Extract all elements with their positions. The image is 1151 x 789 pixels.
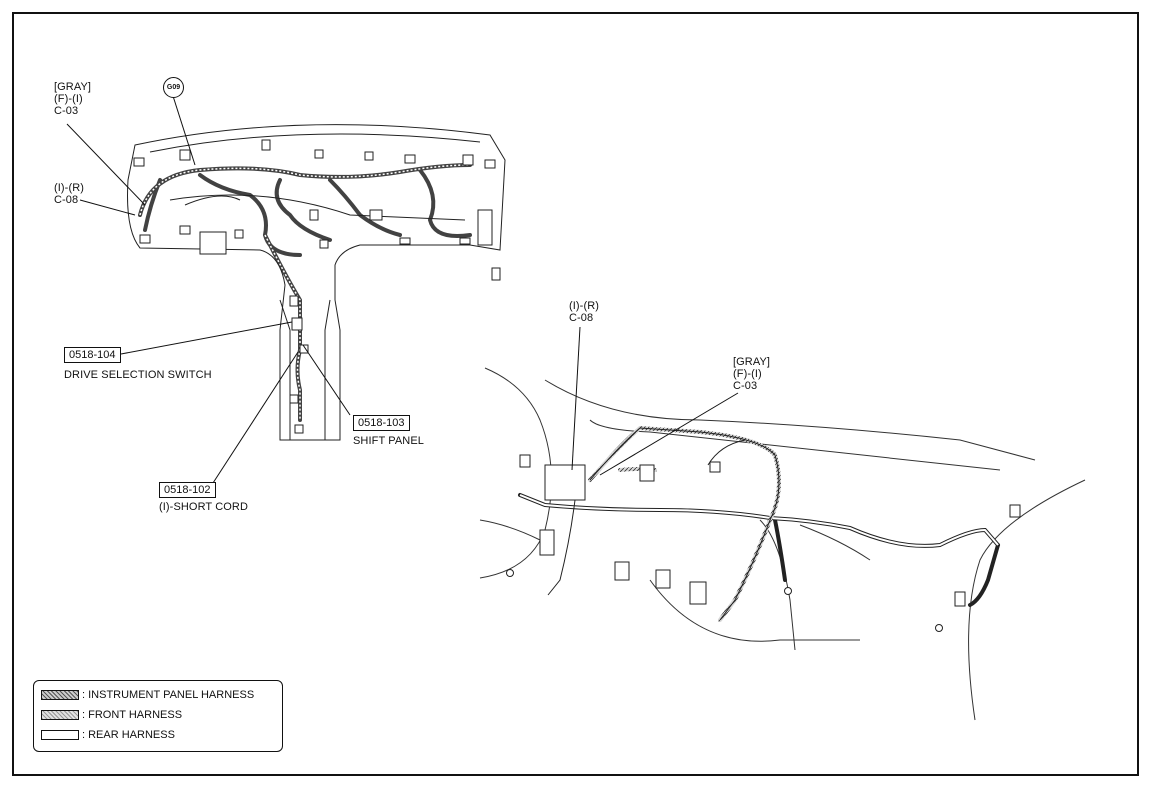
- connector-code-0518-104: 0518-104: [64, 347, 121, 363]
- callout-gray-fi-c03-left: [GRAY] (F)-(I) C-03: [54, 81, 91, 117]
- callout-line: (I)-(R): [54, 182, 85, 194]
- connector-desc-0518-102: (I)-SHORT CORD: [159, 501, 248, 513]
- legend-item-instrument-panel: : INSTRUMENT PANEL HARNESS: [41, 689, 254, 701]
- diagram-frame: [12, 12, 1139, 776]
- connector-desc-0518-103: SHIFT PANEL: [353, 435, 424, 447]
- callout-line: C-08: [569, 312, 594, 324]
- callout-line: C-08: [54, 194, 79, 206]
- leader-lines-right: [571, 326, 739, 476]
- legend-label: : FRONT HARNESS: [82, 709, 183, 722]
- dashboard-outline: [127, 124, 506, 441]
- legend-item-rear: : REAR HARNESS: [41, 729, 175, 741]
- callout-line: C-03: [54, 105, 79, 117]
- callout-line: (I)-(R): [569, 300, 600, 312]
- ground-points-right: [506, 569, 943, 632]
- callout-line: (F)-(I): [733, 368, 762, 380]
- floor-outline: [479, 367, 1086, 721]
- callout-line: C-03: [733, 380, 758, 392]
- connector-blocks-right: [519, 454, 1021, 607]
- harness-legend: : INSTRUMENT PANEL HARNESS : FRONT HARNE…: [33, 680, 283, 752]
- ip-harness-right: [588, 425, 781, 622]
- legend-swatch: [41, 710, 79, 721]
- callout-line: (F)-(I): [54, 93, 83, 105]
- ground-g09-icon: G09: [163, 77, 184, 98]
- callout-line: [GRAY]: [733, 356, 771, 368]
- connector-desc-0518-104: DRIVE SELECTION SWITCH: [64, 369, 212, 381]
- connector-code-0518-103: 0518-103: [353, 415, 410, 431]
- connector-code-0518-102: 0518-102: [159, 482, 216, 498]
- leader-lines-left: [66, 95, 351, 484]
- callout-ir-c08-left: (I)-(R) C-08: [54, 182, 84, 206]
- callout-gray-fi-c03-right: [GRAY] (F)-(I) C-03: [733, 356, 770, 392]
- legend-swatch: [41, 690, 79, 701]
- legend-item-front: : FRONT HARNESS: [41, 709, 182, 721]
- legend-label: : INSTRUMENT PANEL HARNESS: [82, 689, 255, 702]
- connector-blocks-left: [133, 139, 501, 434]
- callout-line: [GRAY]: [54, 81, 92, 93]
- legend-label: : REAR HARNESS: [82, 729, 175, 742]
- legend-swatch: [41, 730, 79, 741]
- callout-ir-c08-right: (I)-(R) C-08: [569, 300, 599, 324]
